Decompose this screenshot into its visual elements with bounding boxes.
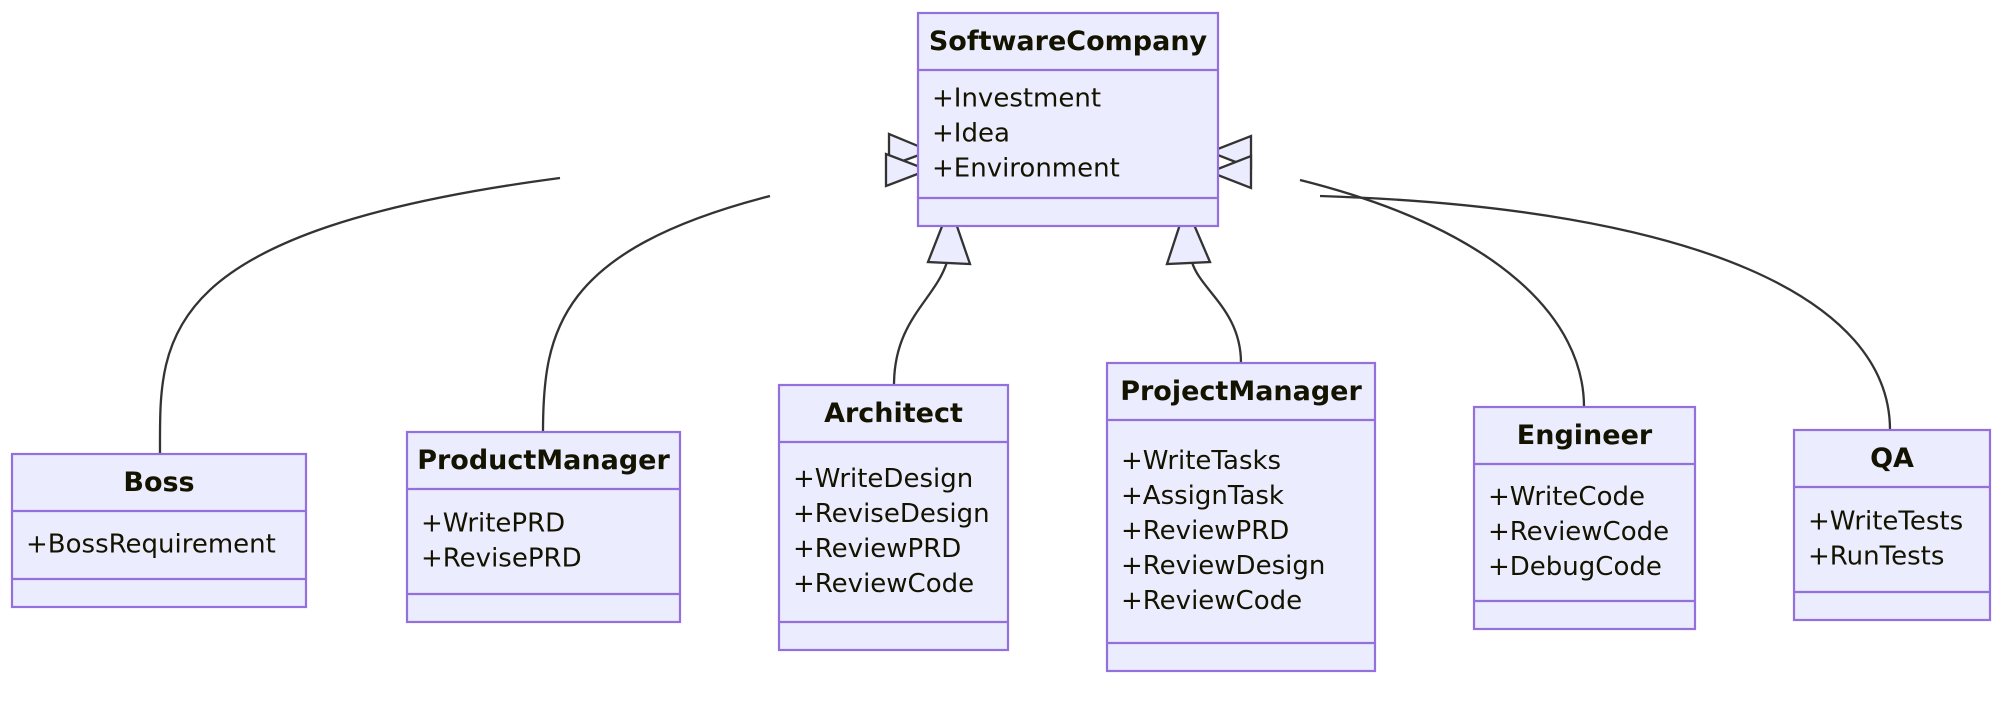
class-member-label: +WriteTasks [1121,446,1281,476]
class-boxes: SoftwareCompany +Investment +Idea +Environm… [10,11,1992,673]
class-box-frame[interactable] [10,452,308,609]
class-member-label: +RevisePRD [421,544,582,574]
class-name-label: Engineer [1517,420,1653,451]
inheritance-arrowhead-icon [926,202,972,266]
class-member-label: +Environment [932,154,1120,184]
class-box-frame[interactable] [1105,361,1377,673]
class-name-label: Boss [123,467,194,498]
edge-line [1319,194,1892,431]
class-name-label: ProjectManager [1120,376,1362,407]
class-member-label: +WritePRD [421,509,565,539]
class-member-label: +WriteDesign [793,464,973,494]
inheritance-edge-project-manager [1165,202,1243,364]
class-box-frame[interactable] [405,430,682,624]
class-member-label: +Investment [932,84,1101,114]
class-member-label: +AssignTask [1121,481,1284,511]
class-member-label: +WriteCode [1488,482,1645,512]
class-member-label: +WriteTests [1808,507,1963,537]
class-box-architect[interactable]: Architect +WriteDesign +ReviseDesign +Revie… [777,383,1010,652]
inheritance-arrowhead-icon [884,152,932,188]
class-member-label: +ReviewDesign [1121,551,1325,581]
class-member-label: +Idea [932,119,1010,149]
class-member-label: +ReviewCode [1488,517,1669,547]
class-member-label: +DebugCode [1488,552,1662,582]
class-name-label: SoftwareCompany [929,26,1208,57]
edge-line [158,176,561,455]
class-member-label: +ReviewCode [793,569,974,599]
class-member-label: +RunTests [1808,542,1944,572]
inheritance-edge-qa [1206,154,1892,431]
inheritance-edge-architect [892,202,972,386]
class-member-label: +ReviewCode [1121,586,1302,616]
relationship-edges [158,132,1892,455]
class-box-engineer[interactable]: Engineer +WriteCode +ReviewCode +DebugCode [1472,405,1697,631]
class-box-frame[interactable] [777,383,1010,652]
class-box-product-manager[interactable]: ProductManager +WritePRD +RevisePRD [405,430,682,624]
class-box-frame[interactable] [916,11,1220,228]
class-box-boss[interactable]: Boss +BossRequirement [10,452,308,609]
edge-line [892,261,949,386]
class-member-label: +ReviewPRD [1121,516,1289,546]
edge-line [1190,261,1243,364]
class-member-label: +ReviewPRD [793,534,961,564]
class-name-label: Architect [824,398,963,429]
edge-line [541,194,771,433]
inheritance-arrowhead-icon [1206,154,1253,190]
class-name-label: QA [1870,443,1914,474]
class-box-frame[interactable] [1472,405,1697,631]
inheritance-arrowhead-icon [1165,202,1212,266]
class-member-label: +ReviseDesign [793,499,990,529]
class-box-software-company[interactable]: SoftwareCompany +Investment +Idea +Environm… [916,11,1220,228]
class-member-label: +BossRequirement [26,530,276,560]
class-name-label: ProductManager [417,445,670,476]
edge-line [1299,178,1586,408]
class-box-qa[interactable]: QA +WriteTests +RunTests [1792,428,1992,622]
inheritance-edge-product-manager [541,152,932,433]
class-box-frame[interactable] [1792,428,1992,622]
class-box-project-manager[interactable]: ProjectManager +WriteTasks +AssignTask +Rev… [1105,361,1377,673]
